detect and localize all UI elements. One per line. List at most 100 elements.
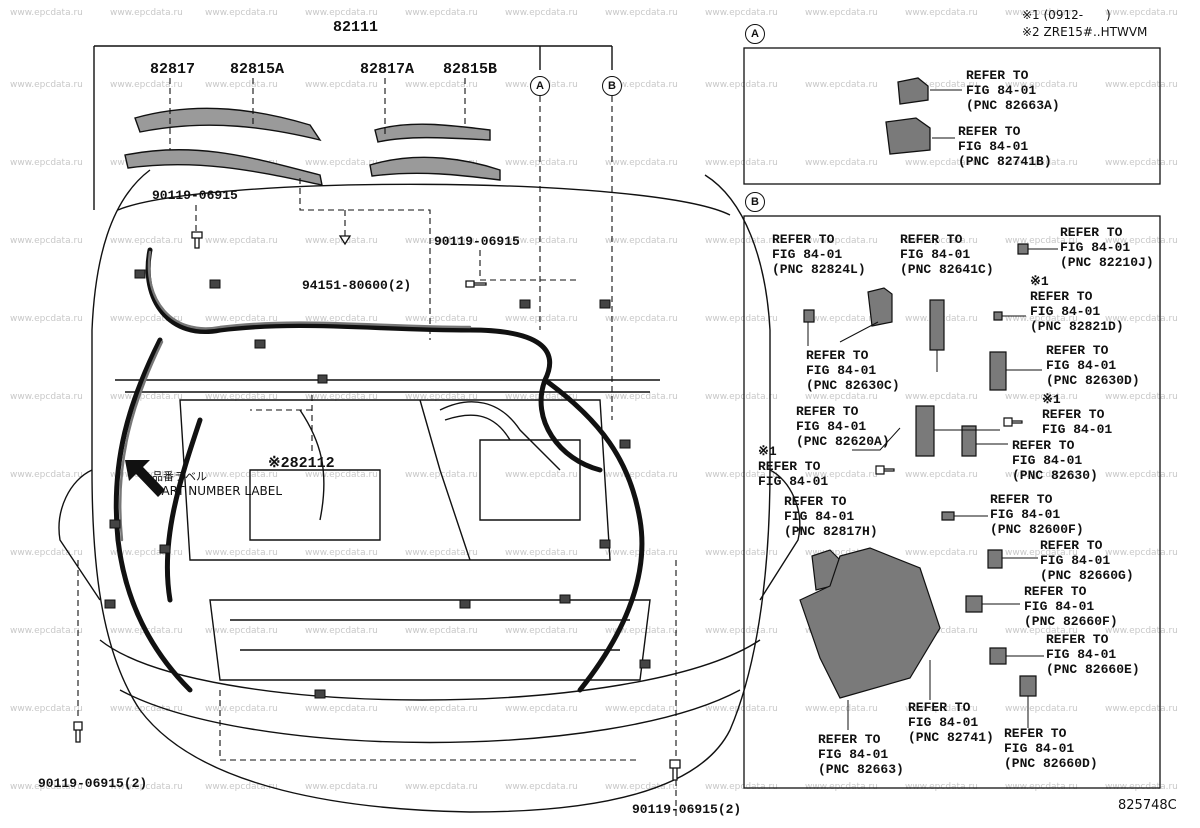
connector-part-icon bbox=[929, 299, 945, 351]
watermark-text: www.epcdata.ru bbox=[405, 236, 478, 246]
watermark-text: www.epcdata.ru bbox=[305, 782, 378, 792]
ref-b-82660e: REFER TO FIG 84-01 (PNC 82660E) bbox=[1046, 632, 1140, 677]
watermark-text: www.epcdata.ru bbox=[305, 158, 378, 168]
watermark-text: www.epcdata.ru bbox=[805, 782, 878, 792]
label-clip: 94151-80600(2) bbox=[302, 278, 412, 293]
watermark-text: www.epcdata.ru bbox=[505, 158, 578, 168]
watermark-text: www.epcdata.ru bbox=[305, 314, 378, 324]
watermark-text: www.epcdata.ru bbox=[605, 236, 678, 246]
engine-block bbox=[179, 399, 611, 561]
watermark-text: www.epcdata.ru bbox=[405, 782, 478, 792]
watermark-text: www.epcdata.ru bbox=[705, 8, 778, 18]
watermark-text: www.epcdata.ru bbox=[205, 80, 278, 90]
label-82817: 82817 bbox=[150, 61, 196, 78]
watermark-text: www.epcdata.ru bbox=[705, 626, 778, 636]
watermark-text: www.epcdata.ru bbox=[205, 470, 278, 480]
watermark-text: www.epcdata.ru bbox=[305, 470, 378, 480]
connector-group bbox=[104, 269, 651, 699]
ref-b-82630c: REFER TO FIG 84-01 (PNC 82630C) bbox=[806, 348, 900, 393]
watermark-text: www.epcdata.ru bbox=[305, 8, 378, 18]
watermark-text: www.epcdata.ru bbox=[505, 626, 578, 636]
arrow-icon bbox=[125, 460, 165, 497]
connector-part-icon bbox=[989, 647, 1007, 665]
connector-part-icon bbox=[1019, 675, 1037, 697]
watermark-text: www.epcdata.ru bbox=[805, 8, 878, 18]
watermark-text: www.epcdata.ru bbox=[405, 392, 478, 402]
watermark-text: www.epcdata.ru bbox=[605, 80, 678, 90]
watermark-text: www.epcdata.ru bbox=[605, 782, 678, 792]
note-model-code: ※2 ZRE15#..HTWVM bbox=[1022, 25, 1148, 39]
watermark-text: www.epcdata.ru bbox=[905, 704, 978, 714]
ref-b-82824l: REFER TO FIG 84-01 (PNC 82824L) bbox=[772, 232, 866, 277]
watermark-text: www.epcdata.ru bbox=[705, 470, 778, 480]
watermark-text: www.epcdata.ru bbox=[1005, 470, 1078, 480]
ref-b-82620a: REFER TO FIG 84-01 (PNC 82620A) bbox=[796, 404, 890, 449]
ref-b-star1-upper: ※1 REFER TO FIG 84-01 bbox=[1042, 392, 1113, 437]
air-intake bbox=[439, 401, 561, 471]
watermark-text: www.epcdata.ru bbox=[705, 782, 778, 792]
watermark-text: www.epcdata.ru bbox=[10, 392, 83, 402]
bolt-icon bbox=[669, 759, 681, 781]
harness-82817 bbox=[134, 107, 322, 142]
inset-box-a bbox=[743, 47, 1161, 185]
watermark-text: www.epcdata.ru bbox=[1005, 158, 1078, 168]
ref-b-82630: REFER TO FIG 84-01 (PNC 82630) bbox=[1012, 438, 1098, 483]
connector-part-icon bbox=[965, 595, 983, 613]
watermark-text: www.epcdata.ru bbox=[505, 782, 578, 792]
watermark-text: www.epcdata.ru bbox=[205, 392, 278, 402]
connector-part-icon bbox=[803, 309, 815, 323]
car-grille bbox=[209, 599, 651, 681]
ref-a-82741b: REFER TO FIG 84-01 (PNC 82741B) bbox=[958, 124, 1052, 169]
label-82815b: 82815B bbox=[443, 61, 498, 78]
watermark-text: www.epcdata.ru bbox=[1105, 704, 1178, 714]
relay-part-icon bbox=[885, 117, 931, 155]
figure-code: 825748C bbox=[1118, 798, 1177, 813]
watermark-text: www.epcdata.ru bbox=[110, 8, 183, 18]
label-82815a: 82815A bbox=[230, 61, 285, 78]
ref-b-82210j: REFER TO FIG 84-01 (PNC 82210J) bbox=[1060, 225, 1154, 270]
watermark-text: www.epcdata.ru bbox=[805, 548, 878, 558]
watermark-text: www.epcdata.ru bbox=[305, 626, 378, 636]
callout-b-marker: B bbox=[602, 76, 622, 96]
note-model-date: ※1 (0912- ) bbox=[1022, 8, 1111, 22]
watermark-text: www.epcdata.ru bbox=[205, 704, 278, 714]
connector-part-icon bbox=[989, 351, 1007, 391]
car-fender-left bbox=[58, 469, 101, 601]
watermark-text: www.epcdata.ru bbox=[1105, 80, 1178, 90]
watermark-text: www.epcdata.ru bbox=[10, 158, 83, 168]
watermark-text: www.epcdata.ru bbox=[1105, 548, 1178, 558]
watermark-text: www.epcdata.ru bbox=[10, 704, 83, 714]
bolt-icon bbox=[875, 465, 895, 475]
car-bumper bbox=[99, 639, 761, 744]
watermark-text: www.epcdata.ru bbox=[905, 548, 978, 558]
watermark-text: www.epcdata.ru bbox=[1005, 8, 1078, 18]
main-harness-cable bbox=[113, 247, 645, 693]
watermark-text: www.epcdata.ru bbox=[110, 236, 183, 246]
watermark-text: www.epcdata.ru bbox=[1105, 8, 1178, 18]
watermark-text: www.epcdata.ru bbox=[1005, 626, 1078, 636]
label-82817a: 82817A bbox=[360, 61, 415, 78]
watermark-text: www.epcdata.ru bbox=[1105, 470, 1178, 480]
watermark-text: www.epcdata.ru bbox=[1005, 392, 1078, 402]
watermark-text: www.epcdata.ru bbox=[1005, 704, 1078, 714]
ref-b-star1-lower: ※1 REFER TO FIG 84-01 bbox=[758, 444, 829, 489]
callout-a-marker: A bbox=[530, 76, 550, 96]
section-b-marker: B bbox=[745, 192, 765, 212]
watermark-text: www.epcdata.ru bbox=[705, 392, 778, 402]
watermark-text: www.epcdata.ru bbox=[905, 236, 978, 246]
harness-82817a bbox=[374, 123, 491, 143]
watermark-text: www.epcdata.ru bbox=[505, 548, 578, 558]
watermark-text: www.epcdata.ru bbox=[110, 704, 183, 714]
watermark-text: www.epcdata.ru bbox=[505, 470, 578, 480]
watermark-text: www.epcdata.ru bbox=[1005, 314, 1078, 324]
watermark-text: www.epcdata.ru bbox=[10, 236, 83, 246]
leader-bottom bbox=[219, 690, 640, 761]
watermark-text: www.epcdata.ru bbox=[205, 314, 278, 324]
connector-part-icon bbox=[987, 549, 1003, 569]
watermark-text: www.epcdata.ru bbox=[205, 236, 278, 246]
watermark-text: www.epcdata.ru bbox=[905, 8, 978, 18]
watermark-text: www.epcdata.ru bbox=[205, 8, 278, 18]
watermark-text: www.epcdata.ru bbox=[505, 704, 578, 714]
watermark-text: www.epcdata.ru bbox=[305, 236, 378, 246]
watermark-text: www.epcdata.ru bbox=[1005, 782, 1078, 792]
